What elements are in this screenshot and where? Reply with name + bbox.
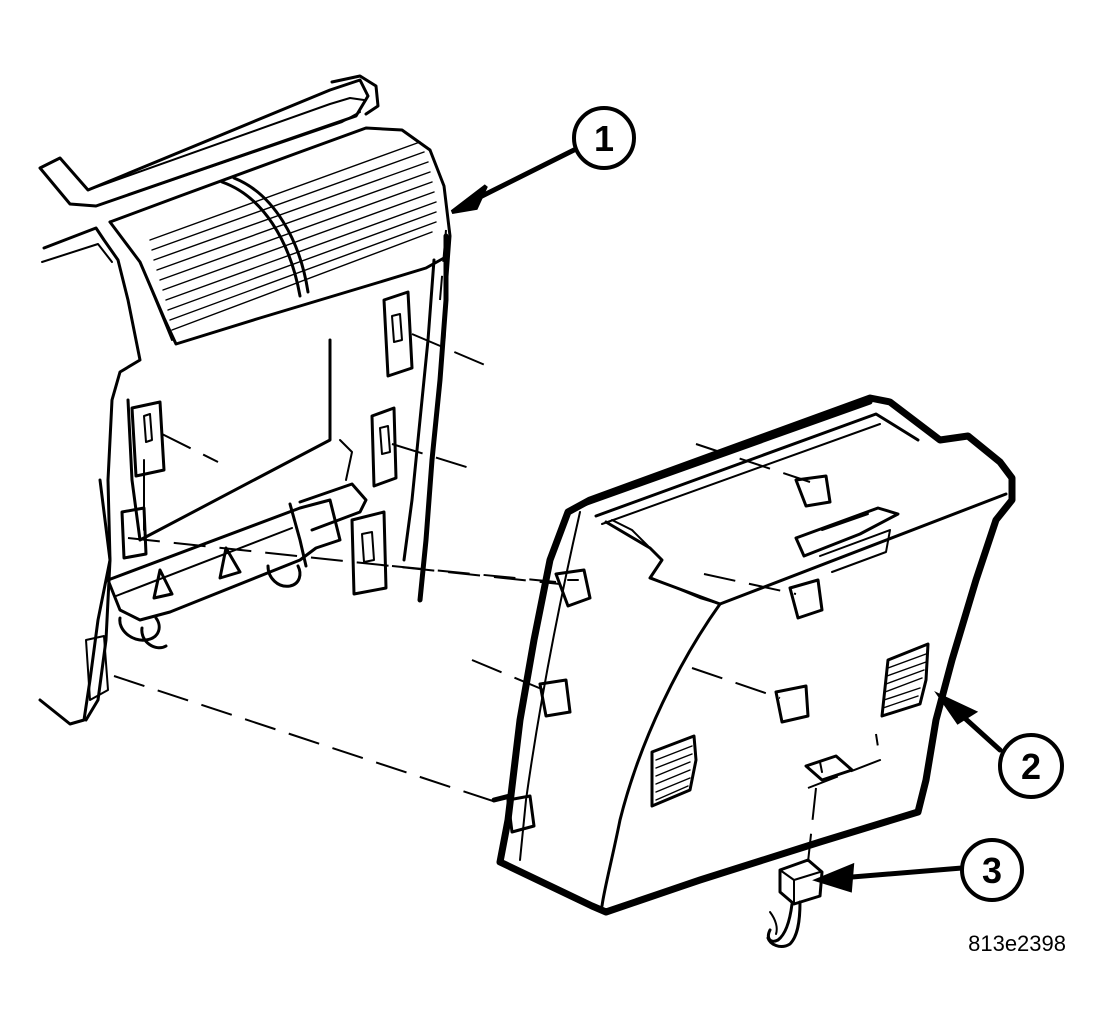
- console-vent-housing: [38, 74, 452, 726]
- arrowhead-icon: [812, 862, 855, 893]
- rear-console-bezel: [491, 394, 1016, 916]
- figure-reference-id: 813e2398: [968, 931, 1066, 956]
- callout-1: 1: [450, 106, 636, 214]
- arrowhead-icon: [450, 184, 488, 214]
- callout-1-label: 1: [594, 118, 614, 159]
- base-mounting-rail: [106, 439, 368, 650]
- callout-3-label: 3: [982, 850, 1002, 891]
- arrowhead-icon: [934, 691, 979, 725]
- callout-2-label: 2: [1021, 746, 1041, 787]
- callout-3: 3: [812, 838, 1024, 902]
- wire-harness-connector: [766, 858, 824, 948]
- callout-2-circle: [998, 733, 1064, 799]
- callout-3-circle: [960, 838, 1024, 902]
- alignment-lines: [113, 229, 882, 863]
- bezel-grille-left: [650, 734, 698, 808]
- bezel-grille-right: [880, 642, 930, 718]
- callout-2: 2: [934, 691, 1064, 799]
- bezel-retaining-clips: [491, 474, 832, 834]
- mounting-bracket-tabs: [120, 290, 414, 596]
- vent-louvres: [149, 141, 437, 331]
- callout-1-circle: [572, 106, 636, 170]
